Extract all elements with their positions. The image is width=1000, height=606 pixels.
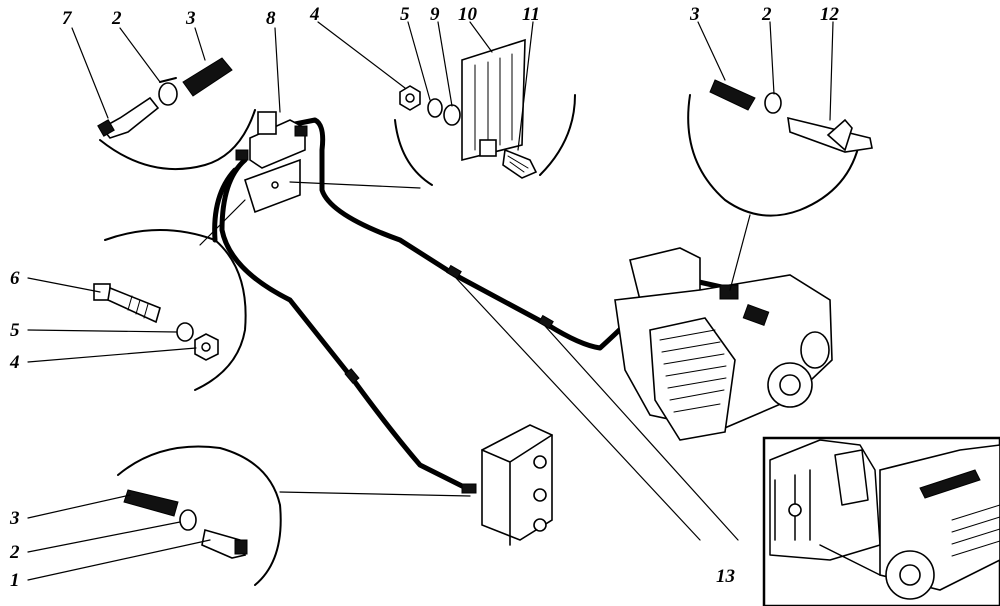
valve-8	[235, 111, 421, 214]
gearbox-assembly	[614, 214, 833, 441]
callout-numbers: 7 2 3 8 4 5 9 10 11 3 2 12 6 5 4 3 2 1 1…	[9, 4, 840, 591]
hose-3-lower	[123, 489, 179, 517]
callout-4-left: 4	[9, 352, 20, 373]
callout-12: 12	[820, 4, 840, 25]
callout-9: 9	[430, 4, 440, 25]
callout-10: 10	[458, 4, 478, 25]
callout-5-left: 5	[10, 320, 20, 341]
callout-3-upper-left: 3	[185, 8, 196, 29]
clamp-2-lower	[179, 509, 197, 531]
callout-13: 13	[716, 566, 735, 587]
bolt-6	[93, 283, 161, 324]
nut-4-upper	[399, 85, 421, 111]
callout-3-upper-right: 3	[689, 4, 700, 25]
callout-leaders	[27, 21, 834, 581]
clamp-2-upper-left	[158, 77, 178, 106]
detail-view-upper-right	[687, 79, 873, 217]
detail-view-lower-left	[117, 445, 471, 586]
pipe-12	[787, 116, 873, 153]
washer-5-upper	[427, 98, 443, 118]
fitting-1	[201, 528, 248, 559]
washer-5-left	[176, 322, 194, 342]
callout-1: 1	[10, 570, 20, 591]
callout-2-upper-right: 2	[761, 4, 772, 25]
callout-7: 7	[62, 8, 73, 29]
detail-view-left-middle	[93, 199, 247, 391]
callout-11: 11	[522, 4, 540, 25]
plate-10	[461, 38, 526, 162]
hose-3-upper-left	[182, 57, 233, 97]
detail-view-upper-middle	[394, 38, 576, 186]
bolt-11	[502, 148, 538, 179]
detail-view-upper-left	[97, 57, 256, 171]
nut-4-left	[194, 333, 219, 361]
callout-5-upper: 5	[400, 4, 410, 25]
truck-inset	[762, 436, 1000, 606]
callout-6: 6	[10, 268, 20, 289]
hose-3-upper-right	[709, 79, 756, 111]
brake-block	[481, 424, 553, 546]
callout-8: 8	[266, 8, 276, 29]
callout-2-upper-left: 2	[111, 8, 122, 29]
washer-9	[443, 104, 461, 126]
fitting-7	[97, 96, 160, 139]
clamp-2-upper-right	[764, 92, 782, 114]
leader-13	[455, 277, 739, 541]
callout-2-lower: 2	[9, 542, 20, 563]
callout-4-upper: 4	[309, 4, 320, 25]
callout-3-lower: 3	[9, 508, 20, 529]
